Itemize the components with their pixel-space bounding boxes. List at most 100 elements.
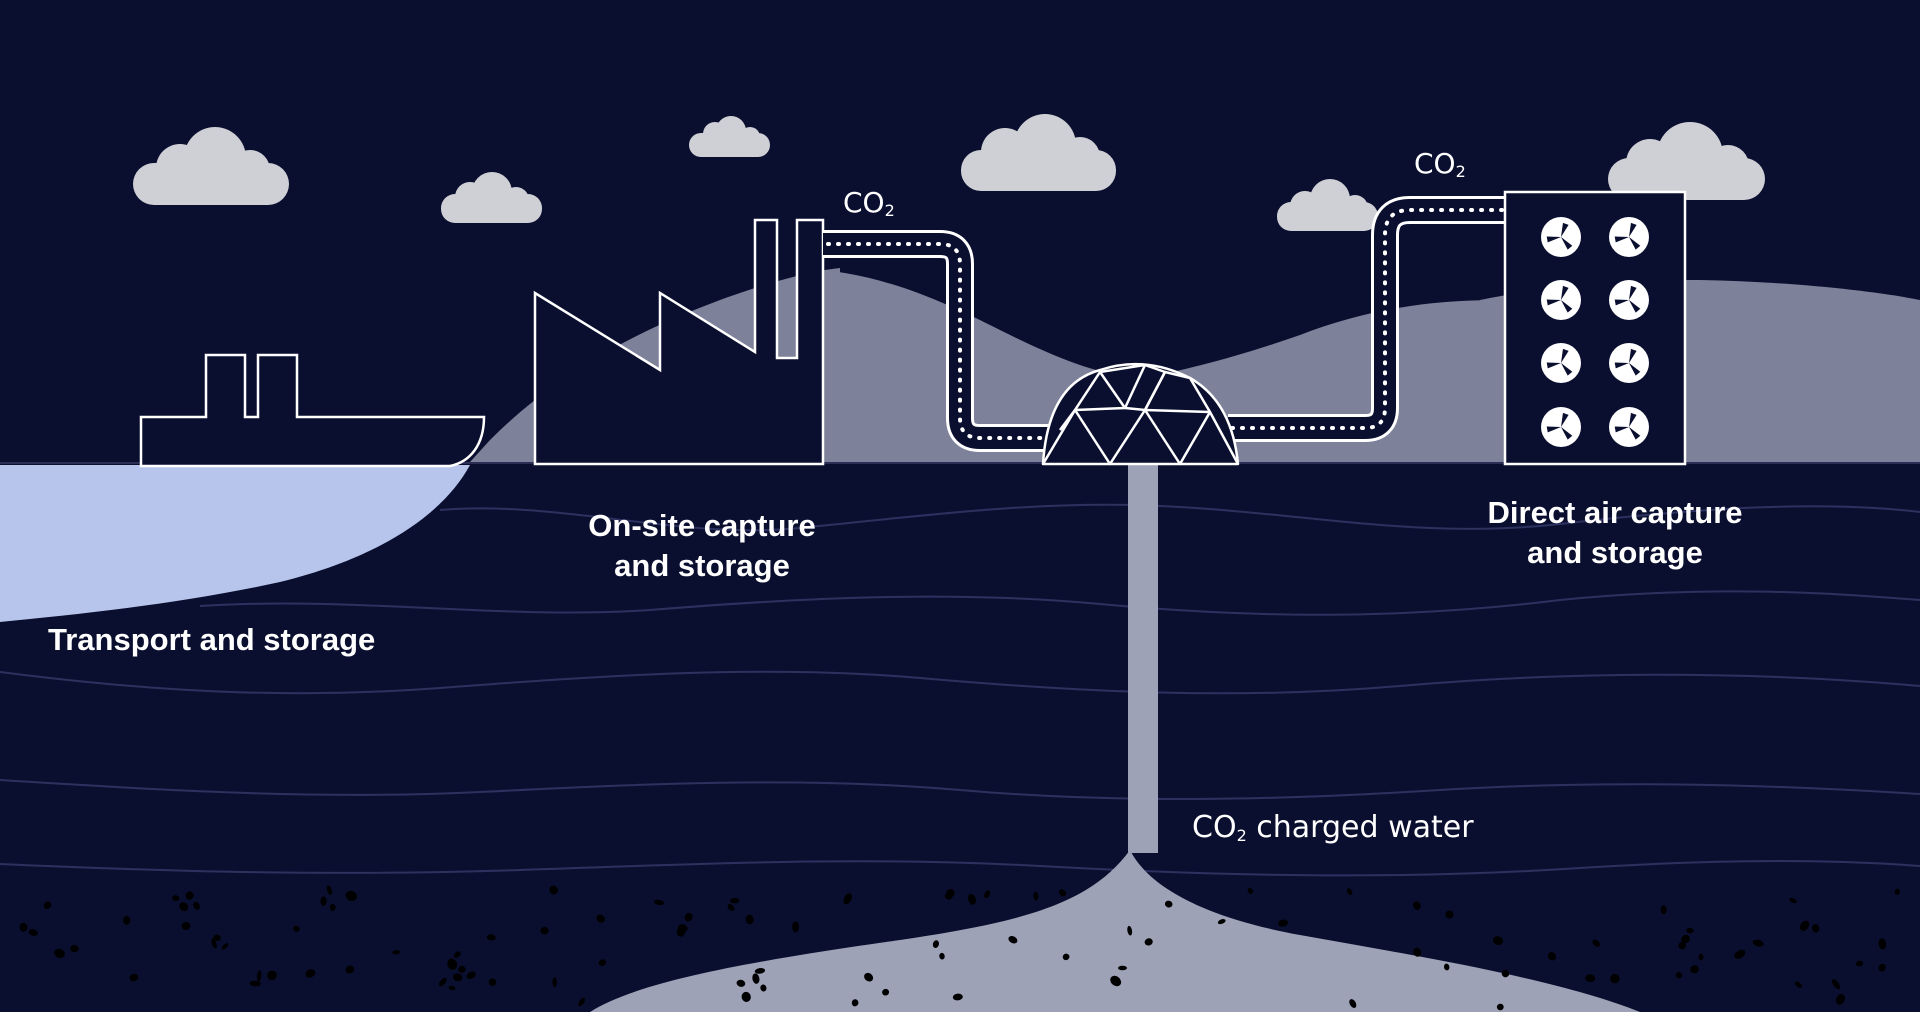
rock-particle bbox=[578, 997, 585, 1007]
rock-particle bbox=[1144, 938, 1153, 946]
strata-lines bbox=[0, 503, 1920, 877]
rock-particle bbox=[1412, 901, 1421, 910]
rock-particle bbox=[1734, 949, 1746, 959]
rock-particle bbox=[549, 885, 558, 895]
rock-particle bbox=[1675, 972, 1683, 979]
rock-particle bbox=[968, 893, 976, 905]
rock-particle bbox=[249, 980, 261, 987]
rock-particle bbox=[1585, 974, 1596, 983]
rock-particle bbox=[70, 944, 79, 953]
ship-icon bbox=[139, 353, 486, 468]
rock-particle bbox=[540, 926, 549, 935]
rock-particle bbox=[752, 973, 760, 984]
rock-particle bbox=[730, 898, 740, 904]
rock-particle bbox=[745, 914, 754, 925]
rock-particle bbox=[193, 901, 200, 910]
rock-particle bbox=[1878, 963, 1886, 972]
rock-particle bbox=[1443, 963, 1450, 971]
co2-text: CO bbox=[1414, 147, 1456, 180]
rock-particle bbox=[293, 925, 300, 932]
rock-particle bbox=[345, 890, 357, 901]
rock-particle bbox=[438, 977, 447, 987]
rock-particle bbox=[1836, 994, 1845, 1005]
onsite-label: On-site capture and storage bbox=[562, 506, 842, 586]
rock-particle bbox=[1164, 900, 1173, 908]
rock-particle bbox=[1501, 969, 1510, 978]
fan-icon bbox=[1609, 280, 1649, 320]
dac-building bbox=[1503, 190, 1687, 466]
rock-particle bbox=[1878, 938, 1887, 950]
direct-air-label-line2: and storage bbox=[1527, 535, 1703, 570]
co2-label-dac: CO2 bbox=[1414, 147, 1466, 181]
rock-particle bbox=[1413, 947, 1422, 957]
co2-subscript: 2 bbox=[884, 201, 895, 220]
rock-particle bbox=[1610, 973, 1620, 984]
rock-particle bbox=[792, 921, 800, 933]
rock-particle bbox=[1698, 953, 1704, 961]
rock-particle bbox=[54, 948, 65, 959]
rock-particle bbox=[598, 959, 607, 966]
rock-particle bbox=[1686, 927, 1694, 934]
rock-particle bbox=[736, 979, 746, 987]
rock-particle bbox=[1831, 979, 1841, 990]
rock-particle bbox=[1445, 910, 1454, 919]
rock-particle bbox=[727, 904, 735, 911]
rock-particle bbox=[754, 968, 766, 974]
rock-particle bbox=[843, 893, 852, 905]
rock-particle bbox=[851, 999, 859, 1007]
rock-particle bbox=[952, 993, 963, 1001]
co2-subscript: 2 bbox=[1236, 826, 1247, 845]
rock-particle bbox=[43, 901, 52, 910]
rock-particle bbox=[1678, 941, 1686, 950]
rock-particle bbox=[984, 890, 991, 899]
dac-frame bbox=[1503, 190, 1687, 466]
rock-particle bbox=[684, 912, 693, 922]
pipe-icon bbox=[1228, 196, 1505, 442]
rock-particle bbox=[1346, 888, 1353, 895]
fan-icon bbox=[1541, 407, 1581, 447]
rock-particle bbox=[1008, 935, 1018, 944]
rock-particle bbox=[213, 934, 221, 942]
rock-particle bbox=[1894, 888, 1901, 895]
rock-particle bbox=[447, 958, 458, 970]
rock-particle bbox=[320, 896, 327, 906]
rock-particle bbox=[172, 895, 180, 902]
onsite-label-line1: On-site capture bbox=[588, 508, 816, 543]
transport-label: Transport and storage bbox=[48, 622, 376, 657]
rock-particle bbox=[28, 929, 38, 936]
rock-particle bbox=[257, 970, 262, 982]
rock-particle bbox=[1660, 905, 1667, 915]
stratum-line bbox=[199, 590, 1920, 616]
cloud-icon bbox=[689, 116, 770, 157]
rock-particle bbox=[1794, 981, 1803, 988]
rock-particle bbox=[129, 973, 139, 982]
rock-particle bbox=[1058, 889, 1067, 897]
rock-particle bbox=[882, 988, 890, 996]
rock-particle bbox=[486, 934, 496, 941]
rock-particle bbox=[1681, 934, 1690, 944]
rock-particle bbox=[185, 891, 194, 900]
rock-particle bbox=[1812, 924, 1820, 933]
stratum-line bbox=[439, 503, 1920, 532]
cloud-icon bbox=[133, 127, 289, 205]
rock-particle bbox=[458, 965, 466, 973]
geodesic-dome-icon bbox=[1041, 362, 1240, 466]
fan-icon bbox=[1609, 343, 1649, 383]
clouds bbox=[133, 114, 1765, 231]
rock-particle bbox=[1492, 936, 1504, 945]
cloud-icon bbox=[1608, 122, 1765, 200]
co2-text: CO bbox=[1192, 810, 1237, 845]
rock-particle bbox=[864, 972, 874, 982]
rock-particle bbox=[760, 984, 767, 992]
direct-air-label: Direct air capture and storage bbox=[1460, 493, 1770, 573]
rock-particle bbox=[552, 977, 557, 988]
rock-particle bbox=[1110, 975, 1122, 987]
fan-icon bbox=[1609, 407, 1649, 447]
co2-label-factory: CO2 bbox=[843, 186, 895, 220]
factory-icon bbox=[533, 218, 825, 466]
rock-particle bbox=[1799, 920, 1810, 931]
rock-particle bbox=[1127, 925, 1133, 936]
co2-charged-water-label: CO2 charged water bbox=[1192, 810, 1474, 845]
